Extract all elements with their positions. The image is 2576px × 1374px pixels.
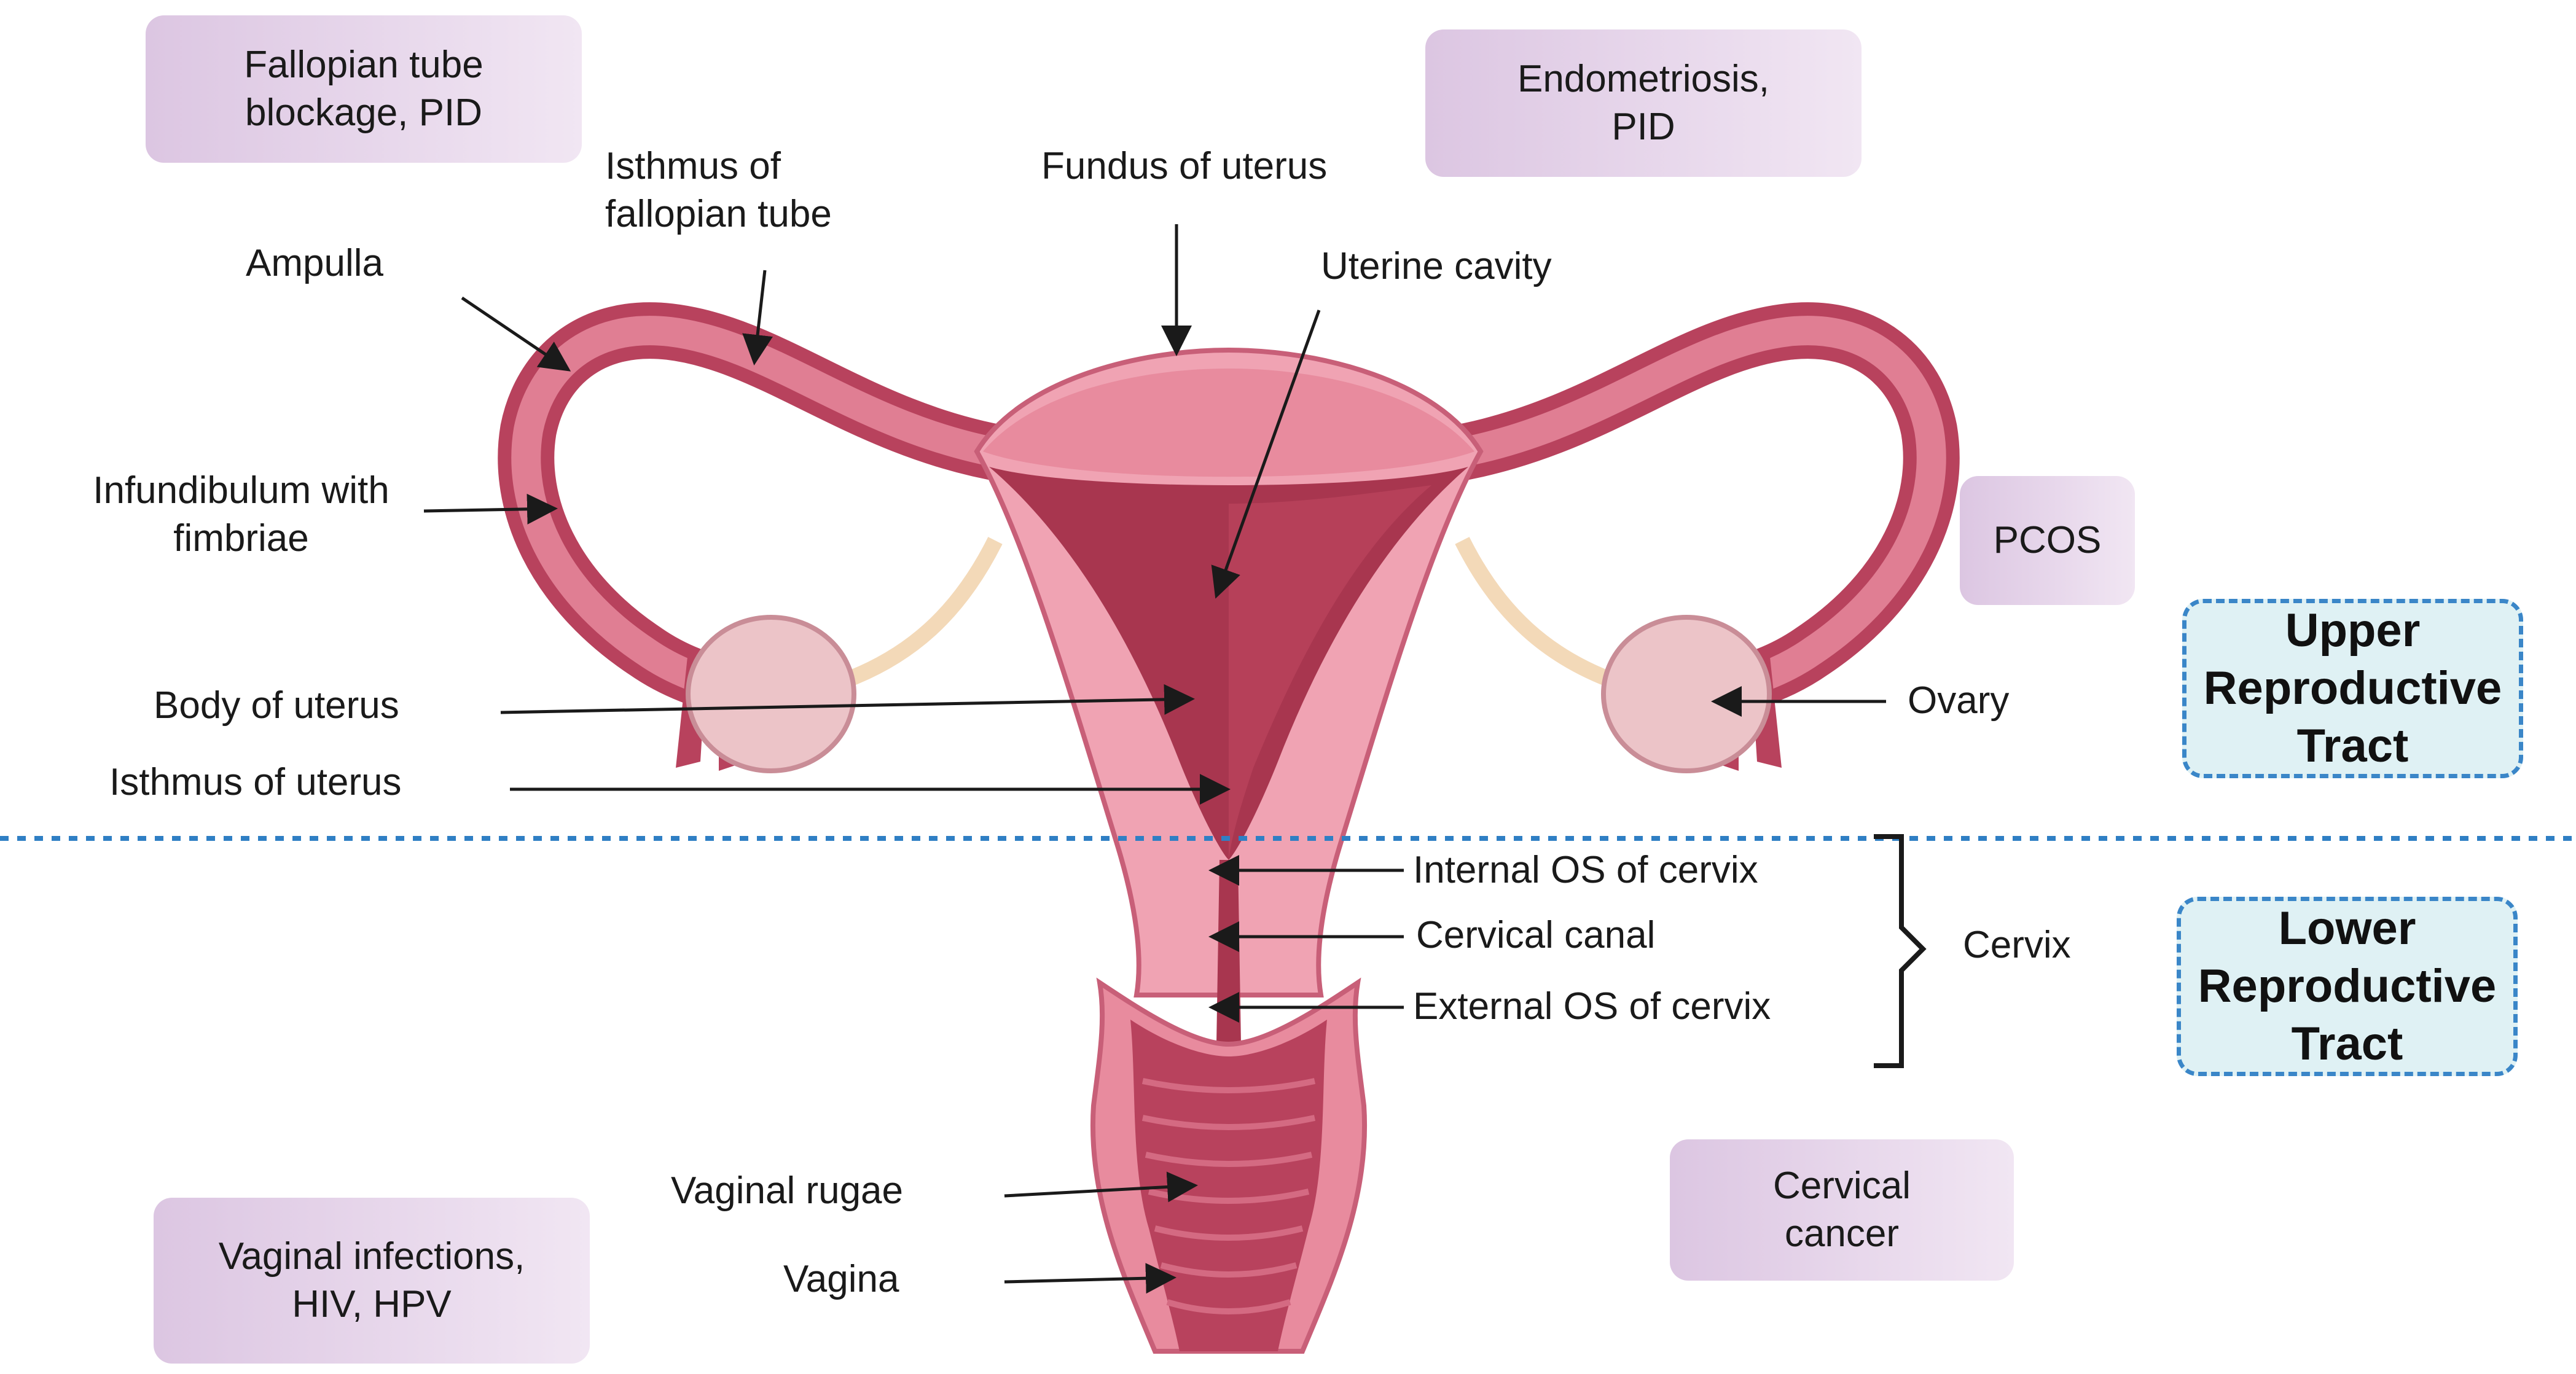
label-vagina: Vagina <box>783 1258 899 1300</box>
arrow-infundibulum <box>423 493 558 525</box>
label-cervix: Cervix <box>1963 924 2071 966</box>
label-fundus: Fundus of uterus <box>1041 145 1328 187</box>
label-infundibulum-line1: Infundibulum with <box>93 469 390 512</box>
arrow-isthmus-tube <box>742 270 773 365</box>
label-isthmus-of-uterus: Isthmus of uterus <box>109 761 402 803</box>
arrow-uterine-cavity <box>1211 310 1321 599</box>
arrow-body <box>500 684 1195 715</box>
left-ovary <box>686 615 856 773</box>
label-body-of-uterus: Body of uterus <box>154 684 399 727</box>
label-isthmus-tube-line1: Isthmus of <box>605 145 781 187</box>
label-internal-os: Internal OS of cervix <box>1413 849 1758 891</box>
label-external-os: External OS of cervix <box>1413 985 1771 1028</box>
label-ampulla: Ampulla <box>246 242 383 284</box>
disease-box-vaginal-infections: Vaginal infections,HIV, HPV <box>154 1198 590 1364</box>
right-ovary <box>1601 615 1772 773</box>
disease-box-endometriosis: Endometriosis,PID <box>1425 29 1862 177</box>
disease-box-pcos: PCOS <box>1960 476 2135 605</box>
label-cervical-canal: Cervical canal <box>1416 914 1656 956</box>
arrow-vaginal-rugae <box>1004 1171 1198 1203</box>
label-vaginal-rugae: Vaginal rugae <box>671 1169 904 1212</box>
right-ovarian-ligament <box>1455 537 1619 690</box>
label-infundibulum-line2: fimbriae <box>173 517 309 560</box>
pointer-arrows <box>423 224 1886 1294</box>
arrow-ampulla <box>461 296 571 372</box>
label-isthmus-tube-line2: fallopian tube <box>605 193 832 235</box>
label-ovary: Ovary <box>1908 679 2010 722</box>
cervix-bracket <box>1874 834 1927 1068</box>
left-ovarian-ligament <box>839 537 1003 690</box>
arrow-vagina <box>1004 1263 1176 1294</box>
label-uterine-cavity: Uterine cavity <box>1321 245 1552 287</box>
cervical-canal <box>1216 860 1241 1044</box>
fundus <box>983 369 1474 477</box>
